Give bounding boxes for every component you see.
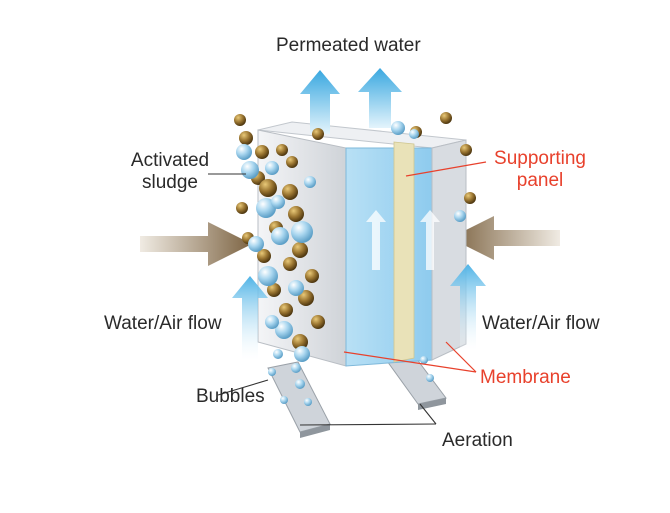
label-activated-sludge: Activated sludge bbox=[124, 150, 216, 194]
water-air-flow-arrow-right bbox=[450, 264, 486, 350]
label-activated-sludge-line2: sludge bbox=[142, 172, 198, 193]
permeated-water-arrow-left bbox=[300, 70, 340, 134]
sludge-particle bbox=[255, 145, 269, 159]
sludge-particle bbox=[440, 112, 452, 124]
sludge-particle bbox=[460, 144, 472, 156]
sludge-particle bbox=[312, 128, 324, 140]
sludge-particle bbox=[292, 334, 308, 350]
air-bubble bbox=[275, 321, 293, 339]
leader-lines bbox=[208, 173, 437, 426]
air-bubble bbox=[236, 144, 252, 160]
label-supporting-panel: Supporting panel bbox=[488, 148, 592, 192]
air-bubble bbox=[294, 346, 310, 362]
label-membrane: Membrane bbox=[480, 367, 571, 388]
permeated-water-arrow-right bbox=[358, 68, 402, 128]
sludge-particle bbox=[464, 192, 476, 204]
air-bubble bbox=[391, 121, 405, 135]
membrane-sheet bbox=[345, 147, 433, 367]
water-air-flow-arrow-left bbox=[232, 276, 268, 360]
sludge-particle bbox=[236, 202, 248, 214]
sludge-particle bbox=[292, 242, 308, 258]
sludge-particle bbox=[305, 269, 319, 283]
inflow-arrow-left bbox=[140, 222, 252, 266]
label-activated-sludge-line1: Activated bbox=[130, 150, 210, 171]
label-supporting-panel-line1: Supporting bbox=[494, 148, 586, 169]
air-bubble bbox=[291, 363, 301, 373]
label-supporting-panel-line2: panel bbox=[516, 170, 564, 191]
air-bubble bbox=[304, 176, 316, 188]
label-bubbles: Bubbles bbox=[196, 386, 265, 407]
air-bubble bbox=[265, 161, 279, 175]
particles bbox=[234, 112, 476, 406]
supporting-panel bbox=[393, 141, 415, 363]
membrane-module bbox=[257, 121, 467, 367]
air-bubble bbox=[273, 349, 283, 359]
air-bubble bbox=[268, 368, 276, 376]
air-bubble bbox=[248, 236, 264, 252]
air-bubble bbox=[295, 379, 305, 389]
sludge-particle bbox=[288, 206, 304, 222]
sludge-particle bbox=[279, 303, 293, 317]
air-bubble bbox=[420, 356, 428, 364]
sludge-particle bbox=[276, 144, 288, 156]
label-water-air-flow-left: Water/Air flow bbox=[104, 313, 222, 334]
air-bubble bbox=[256, 198, 276, 218]
air-bubble bbox=[241, 161, 259, 179]
air-bubble bbox=[258, 266, 278, 286]
inflow-arrow-right bbox=[450, 216, 560, 260]
sludge-particle bbox=[234, 114, 246, 126]
air-bubble bbox=[454, 210, 466, 222]
sludge-particle bbox=[257, 249, 271, 263]
label-aeration: Aeration bbox=[442, 430, 513, 451]
leader-lines-red bbox=[343, 161, 487, 373]
sludge-particle bbox=[239, 131, 253, 145]
air-bubble bbox=[271, 227, 289, 245]
air-bubble bbox=[291, 221, 313, 243]
air-bubble bbox=[409, 129, 419, 139]
air-bubble bbox=[426, 374, 434, 382]
sludge-particle bbox=[259, 179, 277, 197]
air-bubble bbox=[265, 315, 279, 329]
air-bubble bbox=[288, 280, 304, 296]
air-bubble bbox=[271, 195, 285, 209]
sludge-particle bbox=[311, 315, 325, 329]
sludge-particle bbox=[267, 283, 281, 297]
sludge-particle bbox=[282, 184, 298, 200]
sludge-particle bbox=[283, 257, 297, 271]
label-permeated-water: Permeated water bbox=[276, 35, 421, 56]
aeration-pipe-left bbox=[267, 361, 331, 438]
air-bubble bbox=[280, 396, 288, 404]
label-water-air-flow-right: Water/Air flow bbox=[482, 313, 600, 334]
air-bubble bbox=[304, 398, 312, 406]
sludge-particle bbox=[286, 156, 298, 168]
sludge-particle bbox=[298, 290, 314, 306]
